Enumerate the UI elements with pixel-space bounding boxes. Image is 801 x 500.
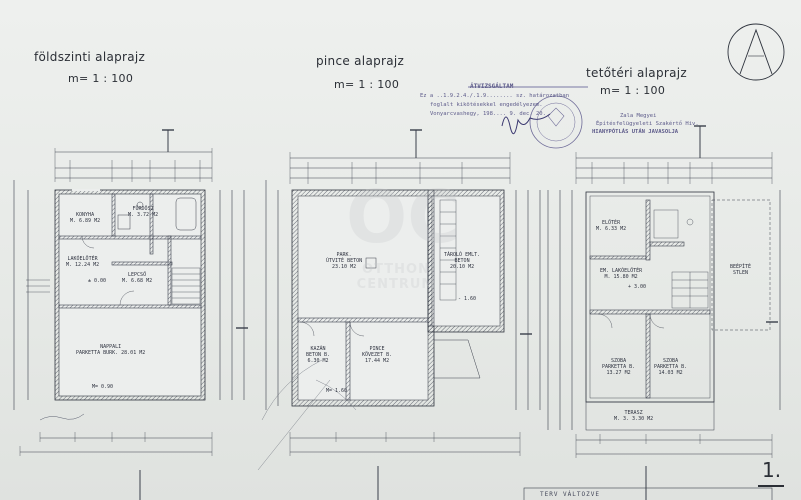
room-label-storage: TÁROLÓ EMLT. BETON 20.10 M2: [444, 252, 481, 270]
ground-floor-scale: m= 1 : 100: [68, 72, 134, 85]
stamp-line-2: foglalt kikötésekkel engedélyezem.: [430, 102, 543, 108]
stamp-heading: ÁTVIZSGÁLTAM: [470, 83, 514, 90]
ground-floor-plan: [13, 129, 248, 500]
room-label-stairs: LEPCSŐ M. 6.68 M2: [122, 272, 153, 284]
level-ground-living: M= 0.90: [92, 384, 114, 390]
room-label-living: NAPPALI PARKETTA BURK. 28.01 M2: [76, 344, 146, 356]
stamp-org-3: HIANYPÓTLÁS UTÁN JAVASOLJA: [592, 129, 679, 135]
room-label-boiler: KAZÁN BETON B. 6.30 M2: [306, 346, 331, 364]
level-ground-hall: ± 0.00: [88, 278, 107, 284]
stamp-org-2: Építésfelügyeleti Szakértő Hiv.: [596, 121, 699, 127]
north-arrow-icon: [727, 23, 785, 81]
stamp-org-1: Zala Megyei: [620, 113, 657, 119]
room-label-garage: PARK. ÚTVITÉ BETON 23.10 M2: [326, 252, 363, 270]
room-label-terrace: TERASZ M. 3. 3.30 M2: [614, 410, 654, 422]
watermark-line-1: OTTHON: [362, 262, 430, 277]
official-seal: [468, 86, 588, 149]
basement-scale: m= 1 : 100: [334, 78, 400, 91]
signature: [501, 113, 551, 135]
room-label-kitchen: KONYHA M. 6.89 M2: [70, 212, 101, 224]
basement-title: pince alaprajz: [316, 54, 405, 68]
room-label-cellar: PINCE KÖVEZET B. 17.44 M2: [362, 346, 393, 364]
level-basement-bottom: M= 1.60: [326, 388, 348, 394]
watermark: OC OTTHON CENTRUM: [346, 172, 461, 352]
ground-floor-title: földszinti alaprajz: [34, 50, 146, 64]
approval-stamp: ÁTVIZSGÁLTAM Ez a ..1.9.2.4./.1.9.......…: [420, 82, 710, 157]
room-label-attic-room-2: SZOBA PARKETTA B. 14.03 M2: [654, 358, 688, 376]
attic-scale: m= 1 : 100: [600, 84, 666, 97]
watermark-line-2: CENTRUM: [356, 277, 436, 292]
attic-title: tetőtéri alaprajz: [586, 66, 687, 80]
footer-text: TERV VÁLTOZVE: [540, 491, 600, 498]
watermark-mark: OC: [346, 175, 461, 259]
room-label-attic-landing: ELŐTÉR M. 6.33 M2: [596, 220, 627, 232]
stamp-line-3: Vonyarcvashegy, 198.... 9. dec. 20.: [430, 111, 546, 117]
room-label-attic-room-1: SZOBA PARKETTA B. 13.27 M2: [602, 358, 636, 376]
room-label-roof-space: BEÉPÍTÉ STLEN: [730, 264, 752, 276]
level-attic-hall: + 3.00: [628, 284, 647, 290]
room-label-attic-hall: EM. LAKÓELŐTÉR M. 15.80 M2: [600, 268, 643, 280]
basement-plan: [257, 129, 541, 500]
sheet-number: 1.: [762, 458, 782, 482]
attic-plan: [547, 125, 781, 500]
sheet-number-underline: [758, 485, 784, 487]
stamp-line-1: Ez a ..1.9.2.4./.1.9........ sz. határoz…: [420, 93, 570, 99]
room-label-bath: FÜRDŐSZ M. 3.72 M2: [128, 206, 159, 218]
level-basement-storage: - 1.60: [458, 296, 477, 302]
room-label-hall: LAKÓELŐTÉR M. 12.24 M2: [66, 256, 100, 268]
